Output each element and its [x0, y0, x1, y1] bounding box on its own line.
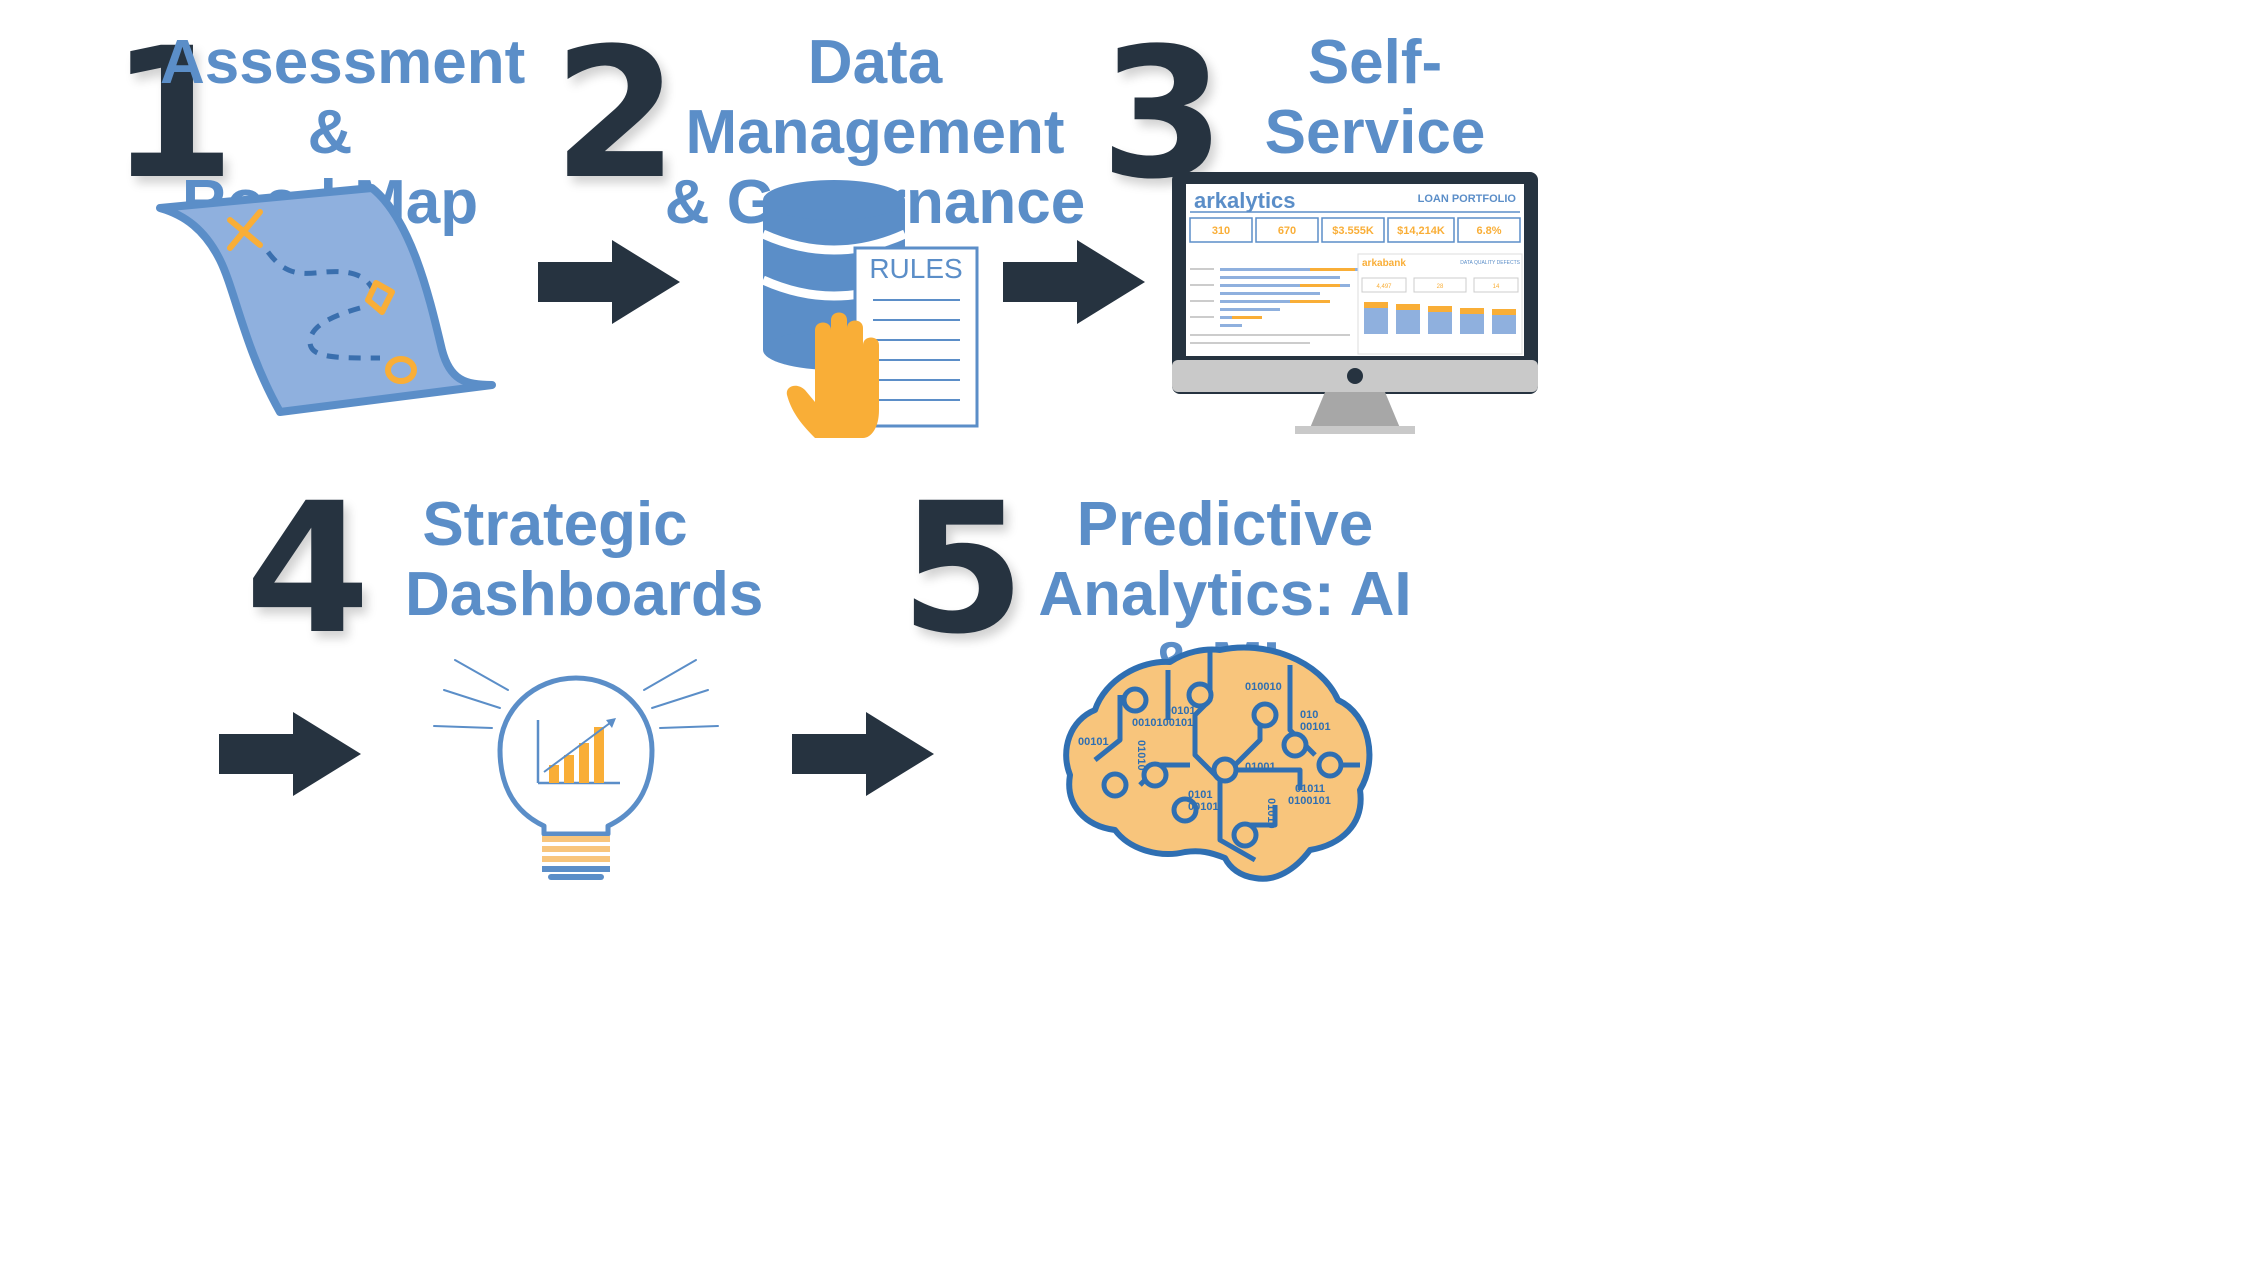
step-5-number: 5: [900, 465, 1026, 674]
lightbulb-chart-icon: [433, 659, 719, 880]
binary-label: 0100101: [1288, 795, 1331, 807]
step-2-title: Data Management & Governance: [664, 28, 1086, 237]
monitor-portfolio-title: LOAN PORTFOLIO: [1418, 193, 1517, 205]
kpi-value: $3.555K: [1332, 225, 1374, 237]
binary-label: 01001: [1245, 761, 1276, 773]
step-5-title: Predictive Analytics: AI & ML: [1038, 490, 1412, 699]
arrow-right-icon: [538, 240, 680, 324]
arrow-right-icon: [1003, 240, 1145, 324]
database-rules-icon: RULES: [761, 180, 979, 438]
inset-kpi-value: 4,497: [1376, 284, 1392, 290]
inset-kpi-value: 14: [1493, 284, 1500, 290]
inset-kpi-value: 28: [1437, 284, 1444, 290]
step-2-number: 2: [553, 10, 679, 219]
binary-label: 00101: [1188, 801, 1219, 813]
binary-label: 01010: [1135, 740, 1147, 771]
arrow-right-icon: [219, 712, 361, 796]
kpi-value: 6.8%: [1476, 225, 1501, 237]
dashboard-monitor-icon: arkalytics LOAN PORTFOLIO 310 670 $3.555…: [1172, 172, 1538, 434]
brain-circuit-icon: 010010 00101 0010100101 010 00101 00101 …: [1063, 644, 1373, 882]
step-4-number: 4: [245, 465, 371, 674]
binary-label: 0010100101: [1132, 717, 1193, 729]
step-1-number: 1: [110, 10, 236, 219]
inset-title: DATA QUALITY DEFECTS: [1460, 260, 1520, 266]
kpi-value: 670: [1278, 225, 1296, 237]
rules-label: RULES: [869, 253, 962, 284]
treasure-map-icon: [156, 184, 496, 416]
binary-label: 010: [1300, 709, 1318, 721]
monitor-brand: arkalytics: [1194, 188, 1296, 213]
arrow-right-icon: [792, 712, 934, 796]
kpi-value: 310: [1212, 225, 1230, 237]
binary-label: 00101: [1165, 705, 1196, 717]
binary-label: 010010: [1245, 681, 1282, 693]
step-4-title: Strategic Dashboards: [405, 490, 764, 629]
binary-label: 00101: [1300, 721, 1331, 733]
binary-label: 01010: [1265, 798, 1277, 829]
binary-label: 01011: [1295, 783, 1325, 795]
inset-brand: arkabank: [1362, 258, 1406, 269]
kpi-value: $14,214K: [1397, 225, 1445, 237]
binary-label: 0101: [1188, 789, 1212, 801]
binary-label: 00101: [1078, 736, 1109, 748]
